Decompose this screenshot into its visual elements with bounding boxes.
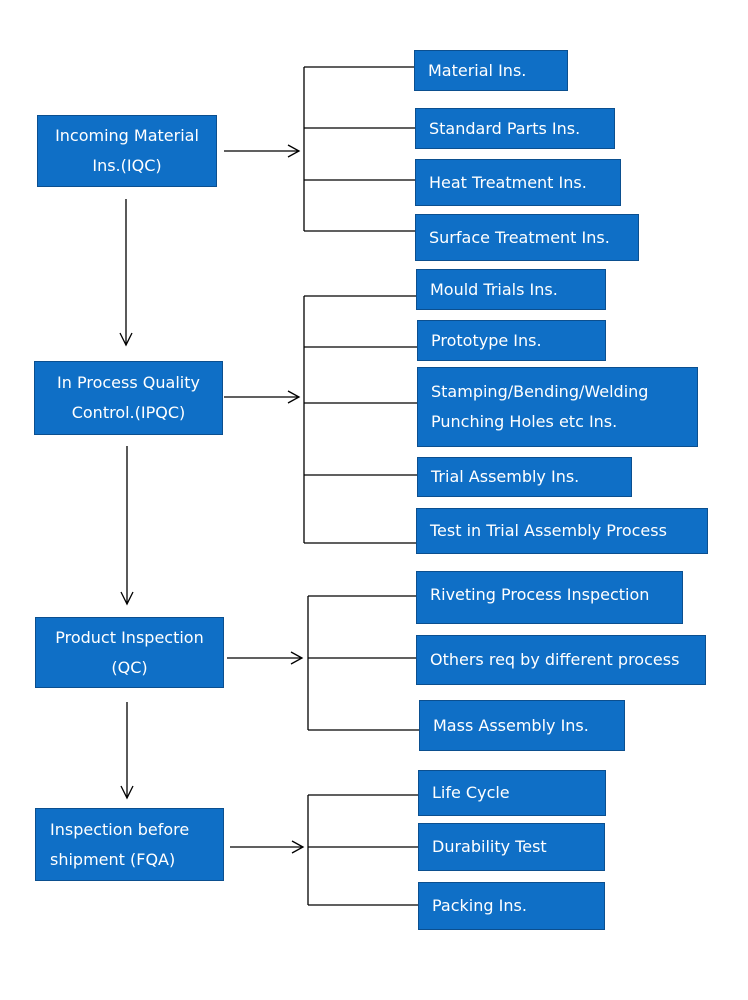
item-label: Durability Test (432, 837, 547, 856)
item-label: Standard Parts Ins. (429, 118, 581, 138)
item-label: Packing Ins. (432, 896, 527, 915)
item-label: Stamping/Bending/Welding Punching Holes … (431, 382, 649, 431)
item-box: Mould Trials Ins. (416, 269, 606, 310)
item-label: Prototype Ins. (431, 330, 542, 350)
item-box: Test in Trial Assembly Process (416, 508, 708, 554)
bracket-2 (303, 295, 417, 544)
item-box: Prototype Ins. (417, 320, 606, 361)
item-label: Mass Assembly Ins. (433, 715, 589, 735)
branch-arrow-3 (227, 651, 304, 665)
item-label: Material Ins. (428, 60, 527, 80)
item-label: Life Cycle (432, 783, 510, 802)
item-box: Trial Assembly Ins. (417, 457, 632, 497)
item-box: Life Cycle (418, 770, 606, 816)
stage-label-iqc: Incoming Material Ins.(IQC) (55, 126, 199, 175)
item-box: Surface Treatment Ins. (415, 214, 639, 261)
item-label: Heat Treatment Ins. (429, 172, 587, 192)
stage-box-ipqc: In Process Quality Control.(IPQC) (34, 361, 223, 435)
branch-arrow-4 (230, 840, 305, 854)
item-box: Riveting Process Inspection (416, 571, 683, 624)
item-box: Others req by different process (416, 635, 706, 685)
item-label: Surface Treatment Ins. (429, 227, 610, 247)
item-label: Trial Assembly Ins. (431, 467, 580, 486)
stage-label-ipqc: In Process Quality Control.(IPQC) (57, 373, 200, 422)
stage-box-fqa: Inspection before shipment (FQA) (35, 808, 224, 881)
flow-arrow-1 (119, 199, 133, 347)
item-label: Mould Trials Ins. (430, 279, 558, 299)
item-label: Test in Trial Assembly Process (430, 521, 667, 540)
item-label: Others req by different process (430, 650, 680, 669)
item-box: Durability Test (418, 823, 605, 871)
bracket-4 (307, 794, 418, 906)
item-box: Standard Parts Ins. (415, 108, 615, 149)
item-box: Mass Assembly Ins. (419, 700, 625, 751)
branch-arrow-2 (224, 390, 301, 404)
bracket-3 (307, 595, 420, 731)
item-label: Riveting Process Inspection (430, 585, 650, 604)
branch-arrow-1 (224, 144, 301, 158)
item-box: Heat Treatment Ins. (415, 159, 621, 206)
stage-label-fqa: Inspection before shipment (FQA) (50, 819, 190, 869)
item-box: Material Ins. (414, 50, 568, 91)
item-box: Packing Ins. (418, 882, 605, 930)
flow-arrow-2 (120, 446, 134, 606)
stage-box-qc: Product Inspection (QC) (35, 617, 224, 688)
item-box: Stamping/Bending/Welding Punching Holes … (417, 367, 698, 447)
stage-box-iqc: Incoming Material Ins.(IQC) (37, 115, 217, 187)
flow-arrow-3 (120, 702, 134, 800)
stage-label-qc: Product Inspection (QC) (55, 627, 204, 677)
bracket-1 (303, 66, 416, 232)
